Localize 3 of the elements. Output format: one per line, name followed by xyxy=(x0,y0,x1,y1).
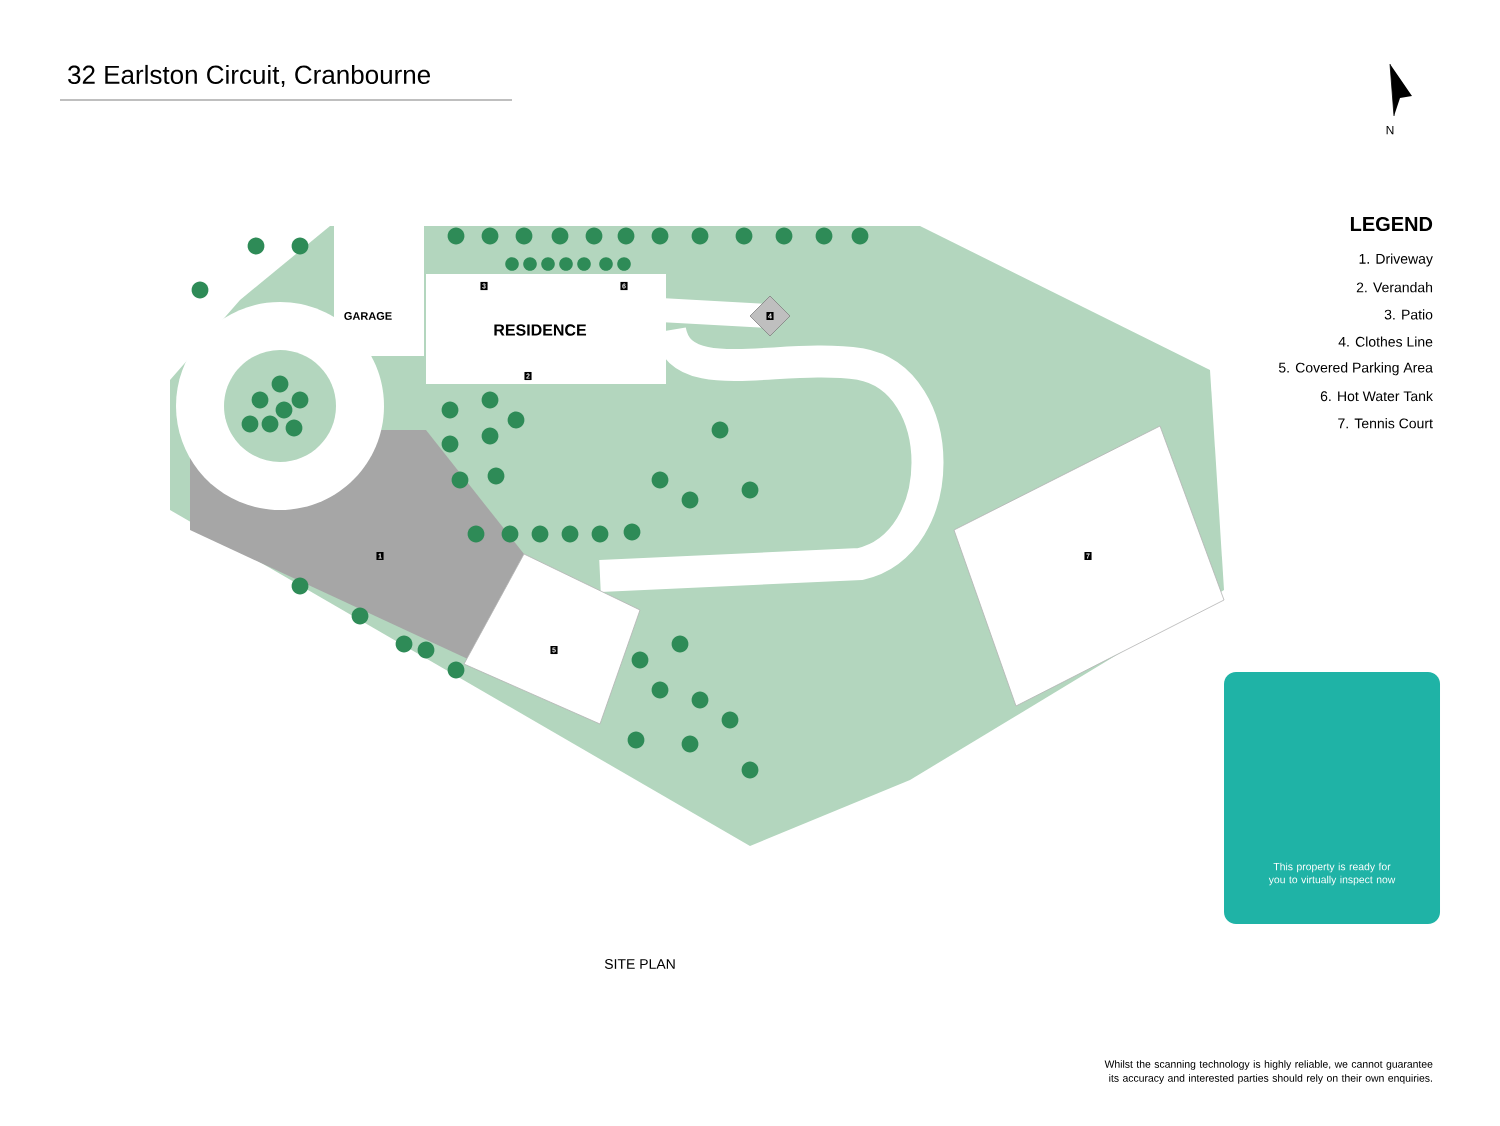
legend-heading: LEGEND xyxy=(1350,216,1433,232)
title: 32 Earlston Circuit, Cranbourne xyxy=(68,64,430,88)
building-label: RESIDENCE xyxy=(494,324,587,336)
